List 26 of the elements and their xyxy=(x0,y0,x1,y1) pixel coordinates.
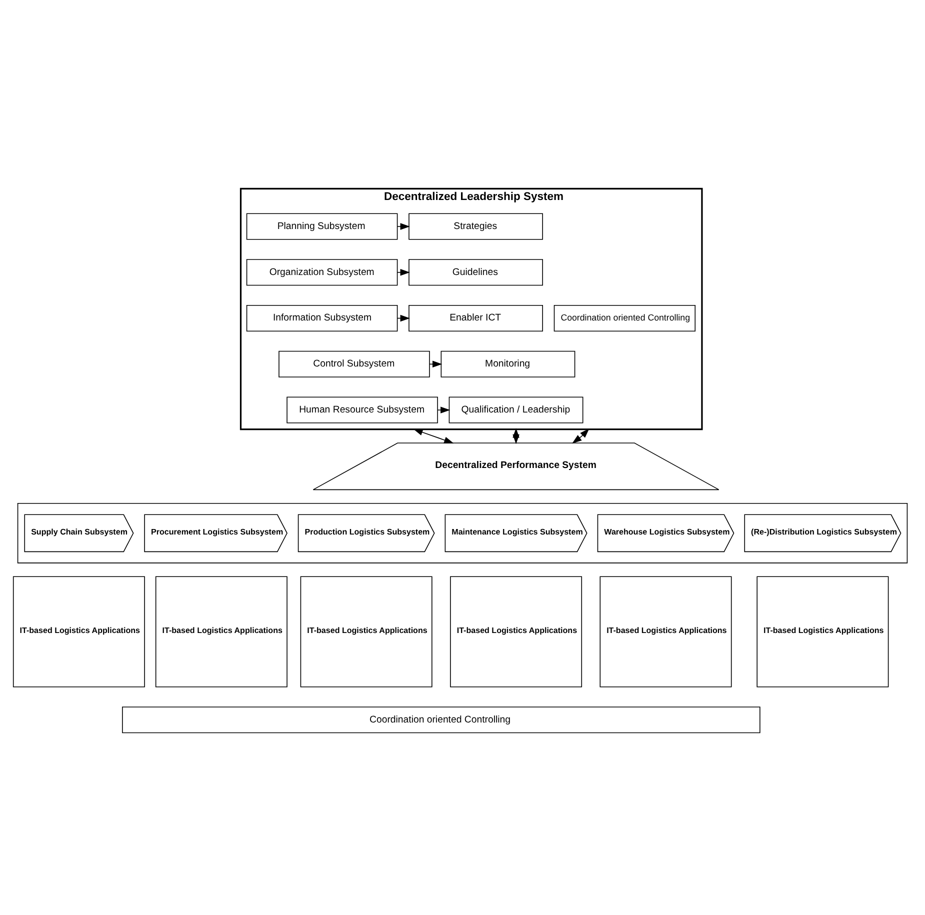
node-box: IT-based Logistics Applications xyxy=(600,576,732,688)
node-box: Planning Subsystem xyxy=(246,213,398,240)
node-box: Control Subsystem xyxy=(278,350,430,378)
arrow xyxy=(397,268,410,276)
node-box: Organization Subsystem xyxy=(246,259,398,286)
node-box: IT-based Logistics Applications xyxy=(300,576,432,688)
node-box: Qualification / Leadership xyxy=(448,396,584,424)
node-box: Information Subsystem xyxy=(246,304,398,332)
arrow xyxy=(572,428,590,444)
node-box: Human Resource Subsystem xyxy=(286,396,438,424)
arrow xyxy=(512,428,520,444)
arrow xyxy=(397,223,410,230)
node-box: IT-based Logistics Applications xyxy=(756,576,889,688)
node-box: IT-based Logistics Applications xyxy=(450,576,582,688)
arrow xyxy=(413,428,454,444)
node-box: IT-based Logistics Applications xyxy=(155,576,288,688)
node-box: IT-based Logistics Applications xyxy=(12,576,145,688)
node-box: Strategies xyxy=(408,213,543,240)
cluster xyxy=(17,502,908,564)
arrow xyxy=(437,406,450,414)
node-box: Coordination oriented Controlling xyxy=(554,304,696,332)
node-box: Guidelines xyxy=(408,259,543,286)
node-box: Coordination oriented Controlling xyxy=(122,706,760,734)
arrow xyxy=(429,360,442,368)
node-box: Monitoring xyxy=(440,350,576,378)
node-box: Enabler ICT xyxy=(408,304,543,332)
